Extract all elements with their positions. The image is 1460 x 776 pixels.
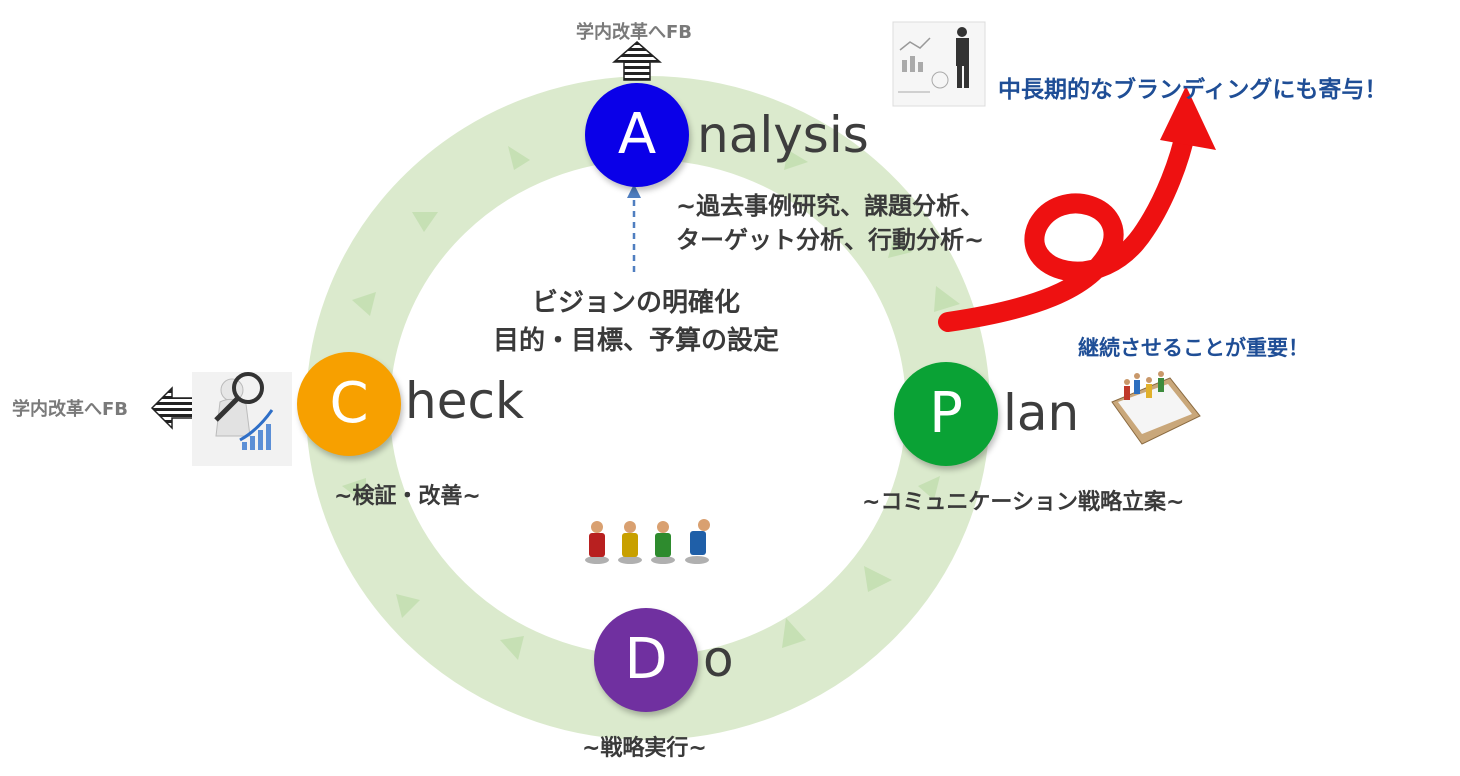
center-vision: ビジョンの明確化 [531,288,740,318]
analysis-desc-line1: ~過去事例研究、課題分析、 [676,192,985,220]
check-word: heck [405,372,524,430]
plan-desc: ~コミュニケーション戦略立案~ [862,490,1185,515]
ring-arrow [864,566,892,592]
growth-arrow-head [1160,86,1216,150]
cycle-direction-arrows [342,146,960,660]
plan-word: lan [1003,384,1080,442]
fb-top-label: 学内改革へFB [576,22,693,43]
analysis-word: nalysis [697,106,869,164]
do-desc: ~戦略実行~ [582,736,707,761]
long-term-callout: 中長期的なブランディングにも寄与！ [998,77,1388,103]
center-goals: 目的・目標、予算の設定 [492,326,779,356]
ring-arrow [352,292,376,316]
do-word: o [703,630,734,688]
ring-arrow [934,286,960,312]
check-desc: ~検証・改善~ [334,484,481,509]
check-circle: C [297,352,401,456]
analysis-desc-line2: ターゲット分析、行動分析~ [676,226,985,254]
plan-circle: P [894,362,998,466]
ring-arrow [782,618,806,648]
ring-arrow [888,236,912,258]
business-strategy-illustration [892,21,986,107]
fb-left-label: 学内改革へFB [12,399,129,420]
plan-letter: P [929,381,963,446]
continuity-callout: 継続させることが重要！ [1078,336,1309,360]
analysis-circle: A [585,83,689,187]
fb-left-arrow-icon [150,386,195,430]
ring-arrow [342,478,366,504]
check-letter: C [329,371,369,436]
plan-board-illustration [1111,371,1201,445]
fb-up-arrow-icon [611,41,663,81]
team-people-illustration [585,519,710,564]
growth-arrow-icon [938,120,1196,332]
ring-arrow [508,146,530,170]
analysis-letter: A [617,102,657,167]
do-circle: D [594,608,698,712]
do-letter: D [624,627,668,692]
magnifier-illustration [192,372,292,466]
vision-arrow-head [627,184,641,198]
ring-arrow [396,594,420,618]
ring-arrow [412,212,438,232]
ring-arrow [500,636,524,660]
ring-arrow [918,476,940,500]
ring-arrow [784,150,808,170]
